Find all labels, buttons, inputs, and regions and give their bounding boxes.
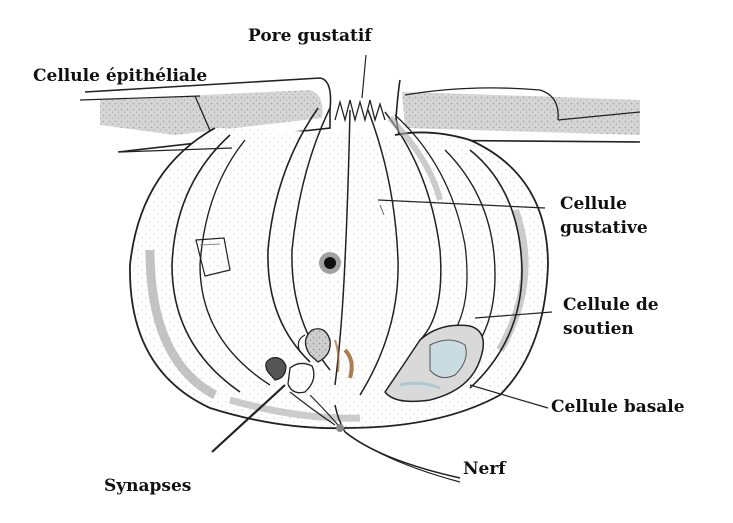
label-cellule-de-soutien: Cellule de soutien (563, 293, 659, 341)
label-synapses: Synapses (104, 474, 191, 498)
microvilli (335, 55, 385, 120)
label-nerf: Nerf (463, 457, 506, 481)
label-cellule-gustative-line1: Cellule (560, 192, 648, 216)
label-cellule-basale: Cellule basale (551, 395, 685, 419)
label-cellule-gustative: Cellule gustative (560, 192, 648, 240)
label-cellule-de-soutien-line1: Cellule de (563, 293, 659, 317)
label-cellule-de-soutien-line2: soutien (563, 317, 659, 341)
label-pore-gustatif: Pore gustatif (248, 24, 372, 48)
taste-bud-body (130, 128, 548, 428)
label-cellule-gustative-line2: gustative (560, 216, 648, 240)
label-cellule-epitheliale: Cellule épithéliale (33, 64, 207, 88)
